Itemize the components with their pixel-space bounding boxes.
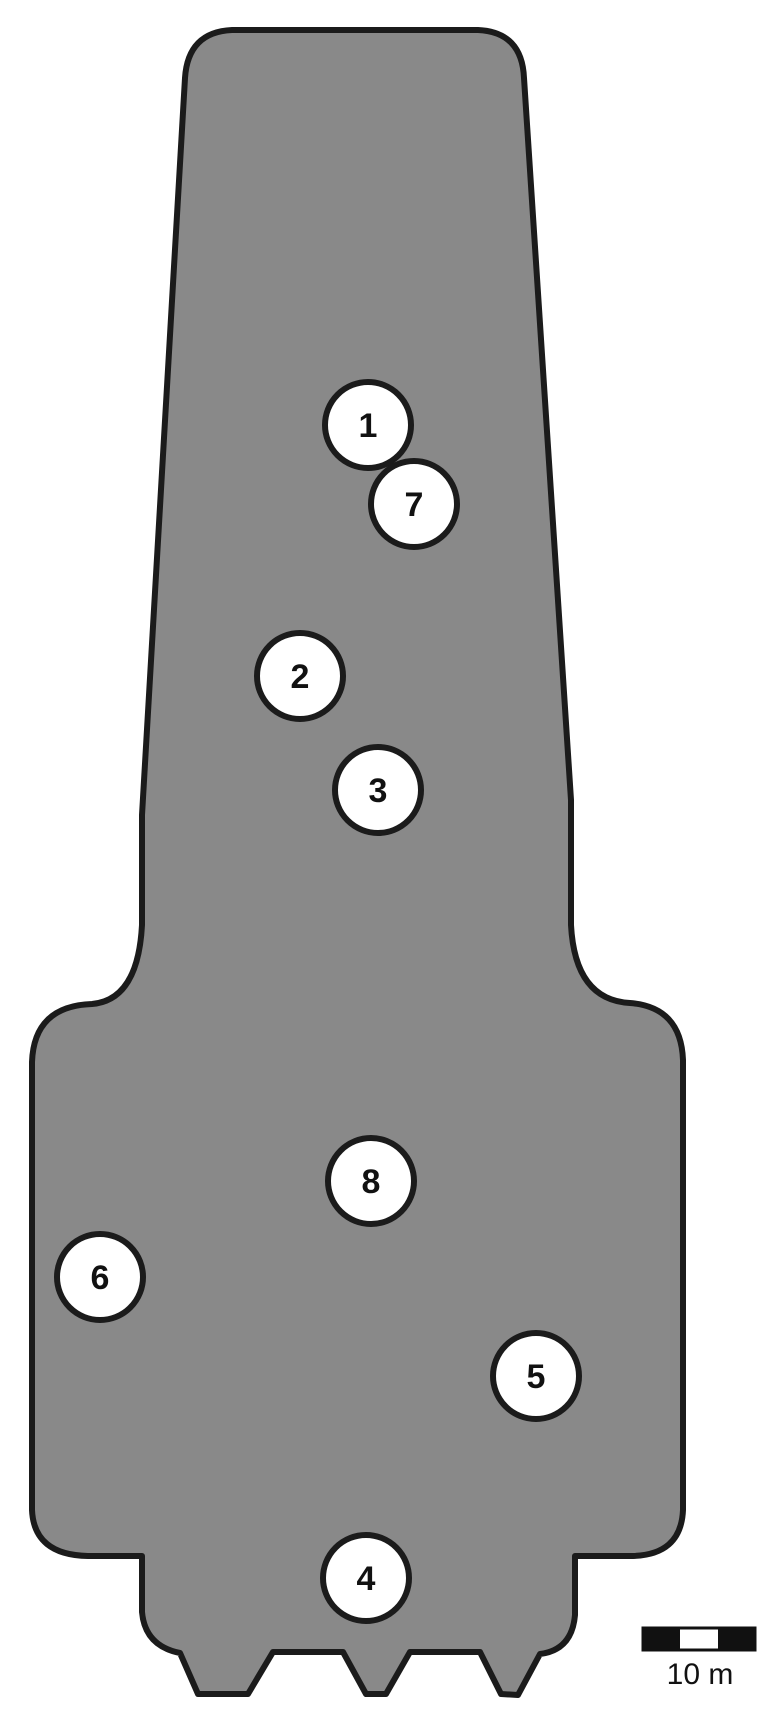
marker-label: 6	[91, 1259, 110, 1297]
marker-2: 2	[254, 630, 346, 722]
marker-circle	[325, 1135, 417, 1227]
scale-segment-3	[718, 1628, 755, 1650]
scale-segment-1	[643, 1628, 680, 1650]
site-outline	[29, 27, 686, 1698]
marker-circle	[322, 379, 414, 471]
scale-frame	[641, 1626, 757, 1652]
marker-label: 4	[357, 1560, 376, 1598]
marker-label: 1	[359, 407, 378, 445]
marker-4: 4	[320, 1532, 412, 1624]
scale-segment-2	[680, 1628, 718, 1650]
marker-circle	[254, 630, 346, 722]
marker-label: 3	[369, 772, 388, 810]
marker-1: 1	[322, 379, 414, 471]
marker-circle	[368, 458, 460, 550]
scale-bar: 10 m	[641, 1626, 757, 1691]
markers-layer: 1 7 2 3 8 6 5 4	[54, 379, 582, 1624]
marker-7: 7	[368, 458, 460, 550]
marker-circle	[490, 1330, 582, 1422]
marker-label: 5	[527, 1358, 546, 1396]
marker-3: 3	[332, 744, 424, 836]
marker-label: 2	[291, 658, 310, 696]
marker-8: 8	[325, 1135, 417, 1227]
marker-circle	[320, 1532, 412, 1624]
marker-label: 8	[362, 1163, 381, 1201]
marker-circle	[332, 744, 424, 836]
marker-label: 7	[405, 486, 424, 524]
marker-6: 6	[54, 1231, 146, 1323]
marker-circle	[54, 1231, 146, 1323]
marker-5: 5	[490, 1330, 582, 1422]
scale-label: 10 m	[667, 1658, 734, 1691]
